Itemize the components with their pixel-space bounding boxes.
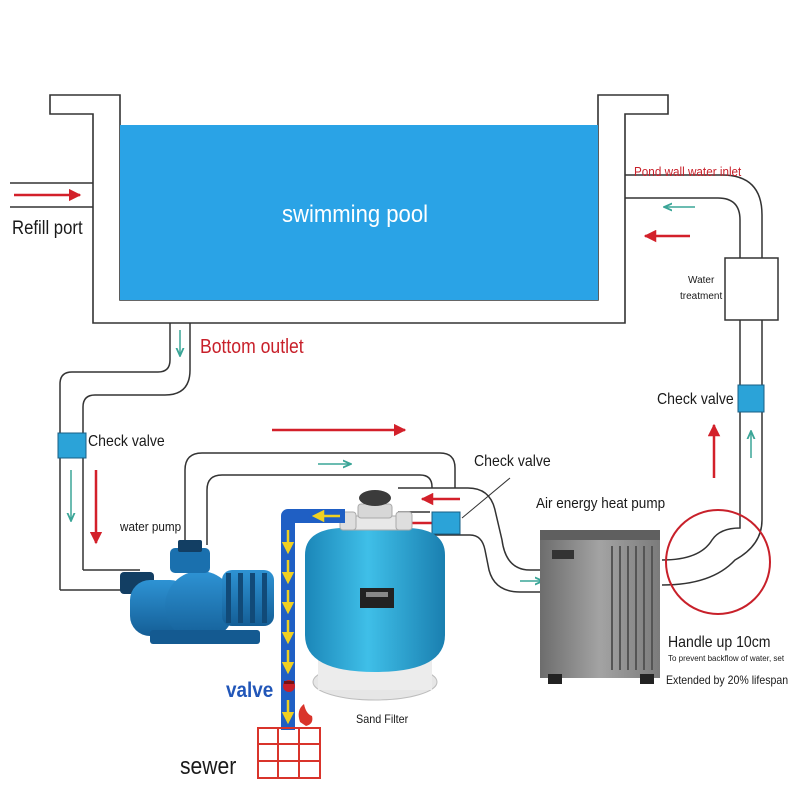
prevent-backflow-label: To prevent backflow of water, set bbox=[668, 654, 785, 663]
drain-pipe bbox=[281, 509, 345, 730]
water-treatment-label-1: Water bbox=[688, 275, 715, 286]
check-valve-left-label: Check valve bbox=[88, 433, 165, 450]
handle-up-label: Handle up 10cm bbox=[668, 634, 771, 651]
check-valve-mid-label: Check valve bbox=[474, 453, 551, 470]
sand-filter bbox=[305, 490, 445, 701]
pool-label: swimming pool bbox=[282, 201, 429, 228]
water-pump-label: water pump bbox=[120, 519, 182, 534]
wall-inlet-label: Pond wall water inlet bbox=[634, 164, 742, 179]
valve-label: valve bbox=[226, 679, 274, 702]
check-valve-mid-pointer bbox=[461, 477, 511, 519]
water-treatment-label-2: treatment bbox=[680, 291, 723, 302]
bottom-outlet-label: Bottom outlet bbox=[200, 336, 304, 358]
pool-water bbox=[120, 125, 598, 300]
valve-handle-icon bbox=[283, 680, 295, 692]
sewer-label: sewer bbox=[180, 753, 237, 780]
check-valve-mid bbox=[431, 511, 461, 535]
pump-to-filter-pipe bbox=[184, 452, 456, 545]
sewer-grate-icon bbox=[257, 704, 321, 779]
water-treatment-box bbox=[724, 257, 779, 321]
refill-port-pipe bbox=[10, 182, 93, 208]
air-energy-heat-pump bbox=[540, 530, 660, 684]
heat-pump-label: Air energy heat pump bbox=[536, 495, 666, 512]
water-pump bbox=[120, 540, 274, 644]
check-valve-left bbox=[57, 432, 87, 459]
sand-filter-label: Sand Filter bbox=[356, 712, 409, 726]
check-valve-right-label: Check valve bbox=[657, 391, 734, 408]
lifespan-label: Extended by 20% lifespan bbox=[666, 673, 789, 687]
return-pipe bbox=[625, 174, 763, 586]
check-valve-right bbox=[737, 384, 765, 413]
handle-up-highlight-circle bbox=[665, 509, 771, 615]
refill-port-label: Refill port bbox=[12, 218, 83, 239]
